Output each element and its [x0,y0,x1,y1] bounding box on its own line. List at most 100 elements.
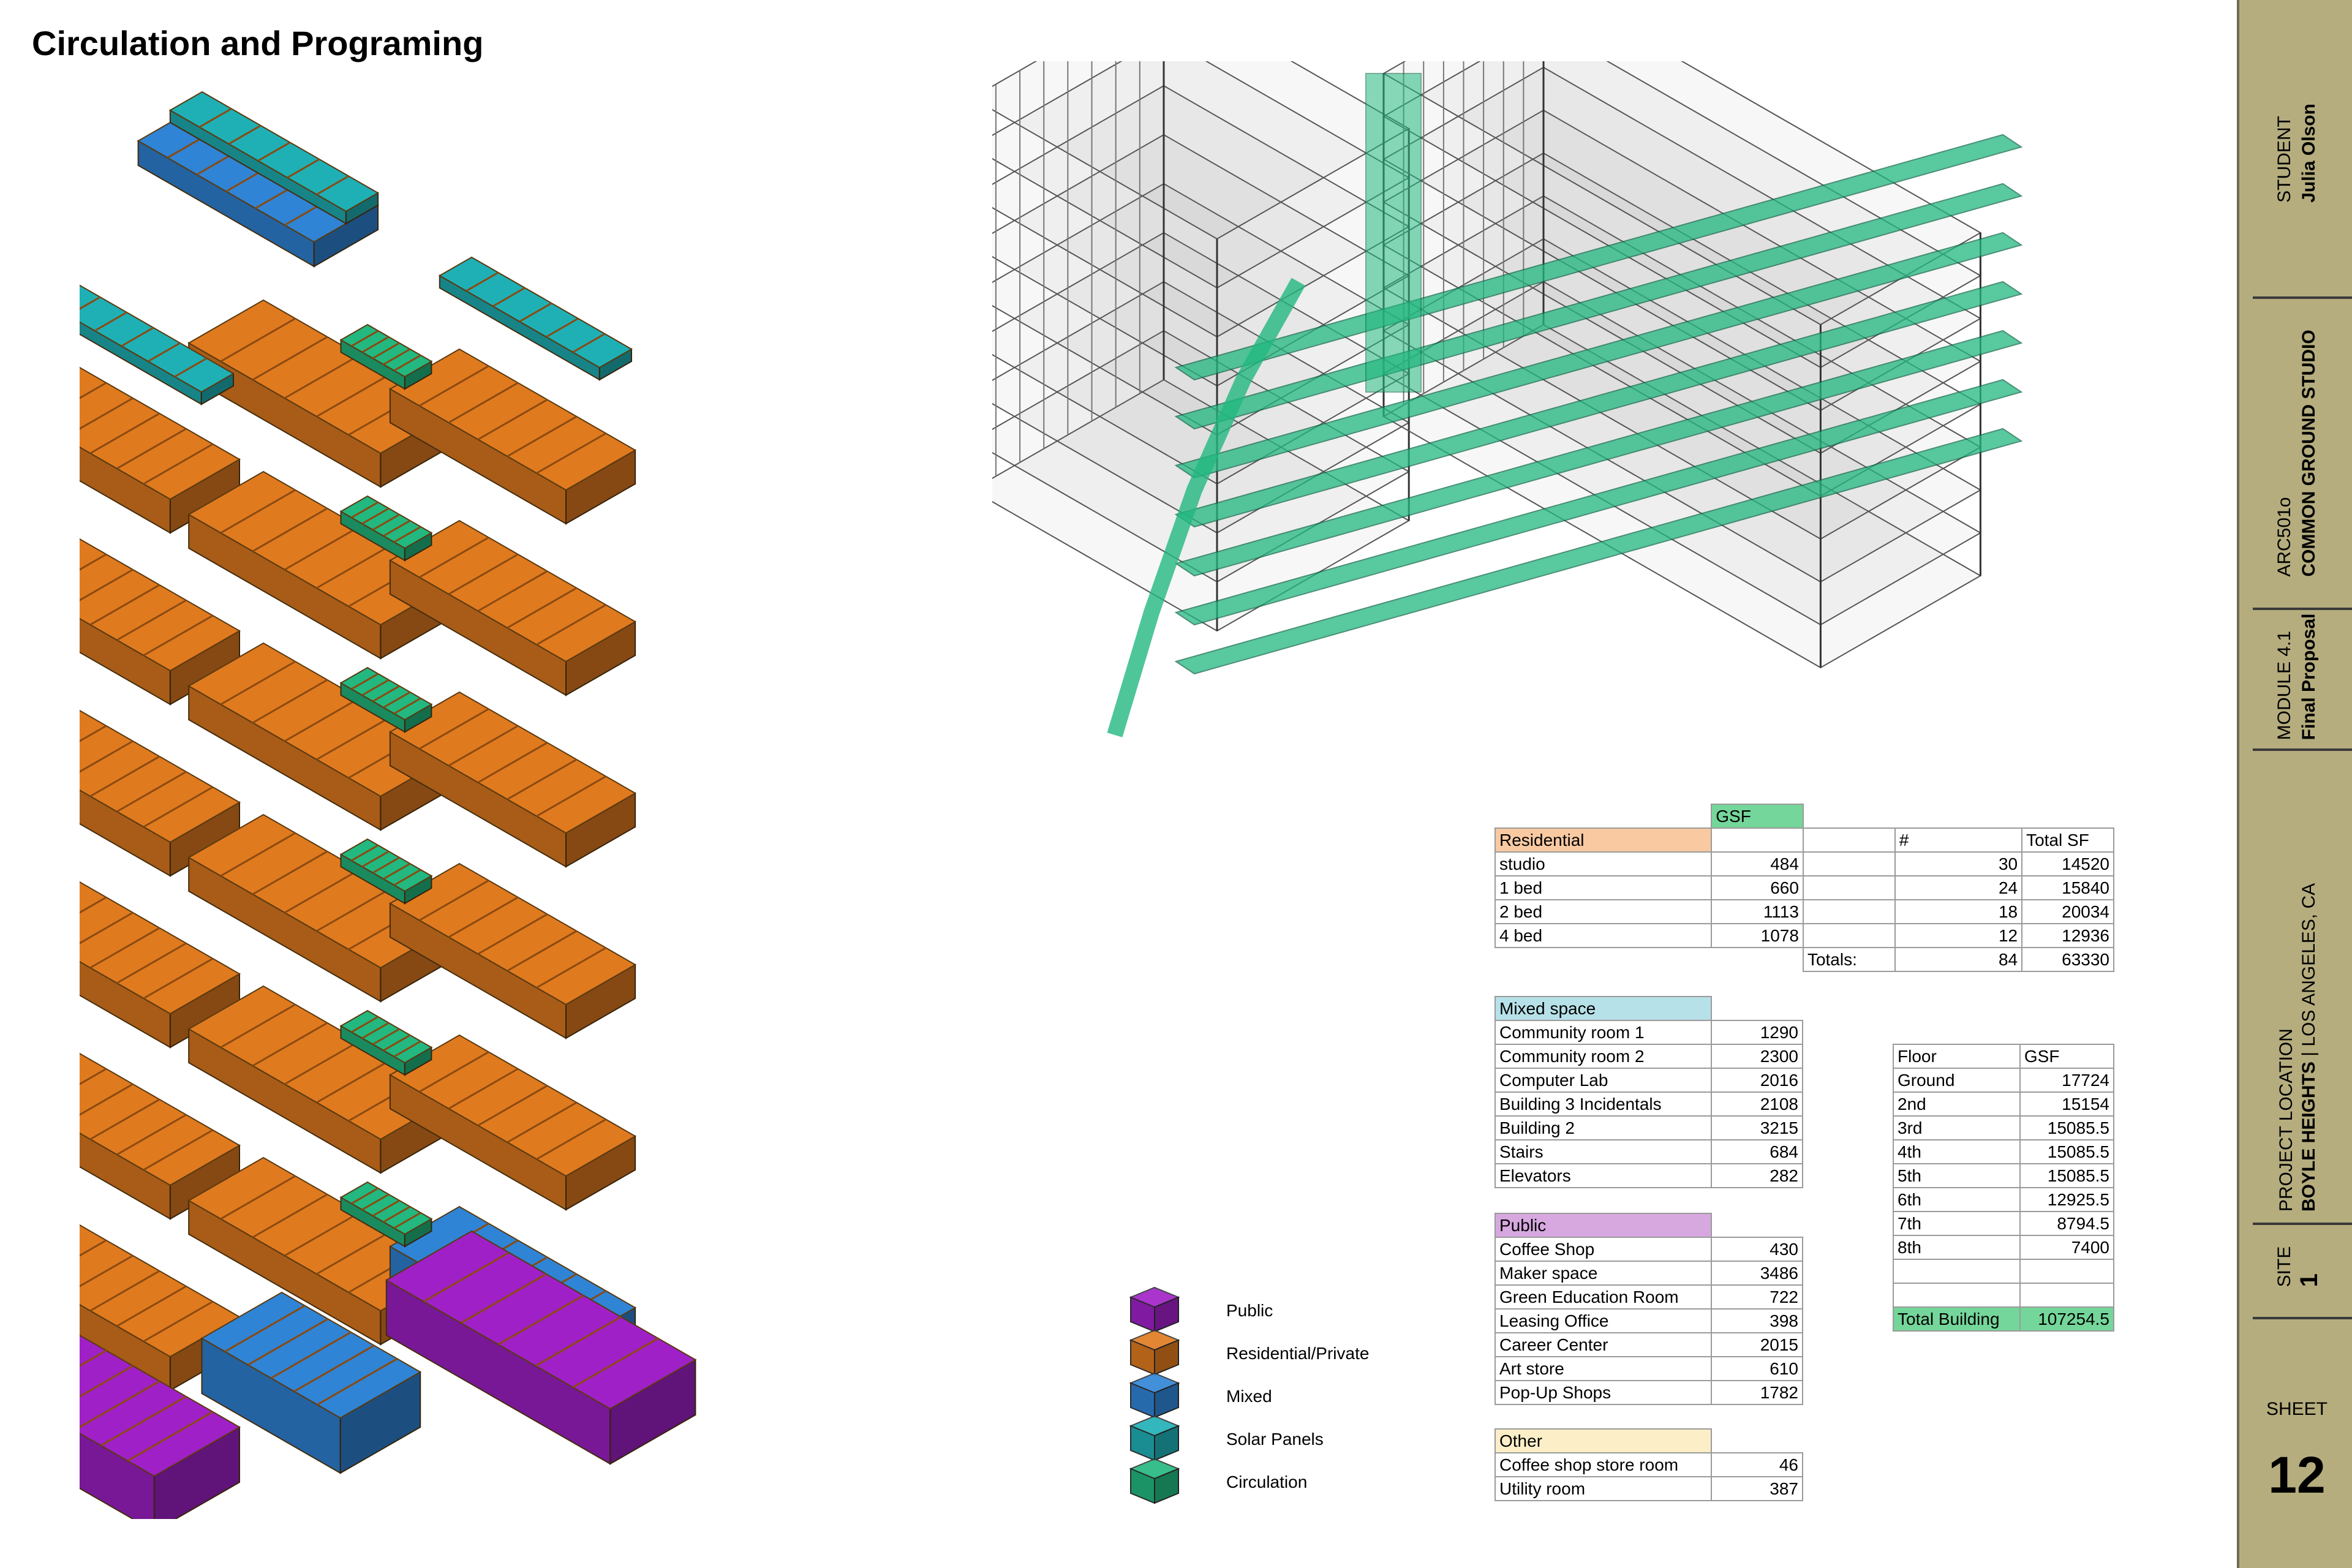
unit-total: 20034 [2021,899,2114,924]
residential-floor-east [388,348,637,525]
row-label: Career Center [1494,1332,1713,1357]
residential-floor-east [388,519,637,696]
module-block: MODULE 4.1 Final Proposal [2272,614,2321,741]
building-wireframe-west [992,61,1411,632]
legend-label: Mixed [1226,1387,1272,1406]
row-label: Building 2 [1494,1115,1712,1140]
row-label: 4th [1893,1139,2021,1164]
row-label: Green Education Room [1494,1284,1713,1310]
ground-mixed-center [200,1291,422,1474]
unit-name: 1 bed [1494,875,1713,900]
other-header: Other [1494,1428,1713,1453]
totals-row: Totals: 84 63330 [1495,947,2114,972]
floor-gsf-header: GSF [2019,1044,2115,1069]
row-label: 8th [1893,1235,2021,1260]
legend-label: Public [1226,1301,1273,1320]
student-block: STUDENT Julia Olson [2272,104,2321,203]
circulation-core [339,1181,433,1248]
site-block: SITE 1 [2272,1246,2323,1287]
roof-solar-panels [168,91,380,225]
unit-total: 15840 [2021,875,2114,900]
total-sf-header: Total SF [2021,827,2114,853]
row-value: 430 [1711,1237,1803,1262]
corridor-level [1174,379,2023,626]
row-value: 2016 [1710,1068,1804,1093]
module-label: MODULE 4.1 [2274,630,2294,741]
row-label: 3rd [1893,1115,2021,1140]
row-label: Pop-Up Shops [1494,1380,1713,1405]
row-value: 722 [1711,1284,1803,1310]
unit-count: 18 [1894,899,2023,924]
row-value: 46 [1711,1452,1803,1477]
row-value: 1290 [1710,1020,1804,1045]
unit-gsf: 660 [1711,875,1804,900]
exploded-axonometric-drawing [80,91,697,1519]
ground-public-east [385,1230,697,1465]
circulation-3d-model [992,61,2023,737]
table-row: 2 bed 1113 18 20034 [1494,899,2114,924]
sheet-number: 12 [2268,1446,2326,1504]
unit-gsf: 1113 [1711,899,1804,924]
row-value: 684 [1710,1139,1804,1164]
location-neighborhood: BOYLE HEIGHTS [2299,1061,2319,1212]
total-building-value: 107254.5 [2019,1306,2115,1332]
row-label: Computer Lab [1494,1068,1712,1093]
course-block: ARC501o COMMON GROUND STUDIO [2272,330,2321,576]
row-value: 12925.5 [2019,1187,2115,1212]
row-value: 3215 [1710,1115,1804,1140]
row-label: Building 3 Incidentals [1494,1091,1712,1117]
legend-label: Solar Panels [1226,1430,1324,1449]
unit-gsf: 1078 [1711,923,1804,948]
divider [2253,1223,2352,1225]
row-value: 2015 [1711,1332,1803,1357]
legend-swatch-residential-private [1129,1329,1180,1376]
gsf-header: GSF [1711,804,1804,829]
legend-label: Circulation [1226,1472,1308,1491]
row-value: 17724 [2019,1068,2115,1093]
ground-public-west [80,1334,241,1519]
title-block: STUDENT Julia Olson ARC501o COMMON GROUN… [2237,0,2352,1568]
solar-canopy-east [438,256,633,381]
row-label: Ground [1893,1068,2021,1093]
row-value: 15154 [2019,1091,2115,1117]
unit-name: 2 bed [1494,899,1713,924]
elevator-core [1365,73,1422,393]
legend-label: Residential/Private [1226,1344,1370,1363]
residential-header: Residential [1494,827,1713,853]
legend-swatch-public [1129,1286,1180,1333]
row-value: 282 [1710,1163,1804,1188]
course-name: COMMON GROUND STUDIO [2299,330,2319,577]
legend-swatch-solar-panels [1129,1415,1180,1461]
page-title: Circulation and Programing [32,24,484,62]
circulation-core [339,666,433,733]
legend-swatch-mixed [1129,1372,1180,1419]
course-label: ARC501o [2274,497,2294,577]
unit-name: studio [1494,851,1713,876]
total-building-label: Total Building [1893,1306,2021,1332]
row-value: 1782 [1711,1380,1803,1405]
divider [2253,296,2352,299]
row-label: 7th [1893,1211,2021,1236]
residential-floor-east [388,1034,637,1211]
residential-floor-west [80,709,241,877]
unit-gsf: 484 [1711,851,1804,876]
row-value: 15085.5 [2019,1163,2115,1188]
